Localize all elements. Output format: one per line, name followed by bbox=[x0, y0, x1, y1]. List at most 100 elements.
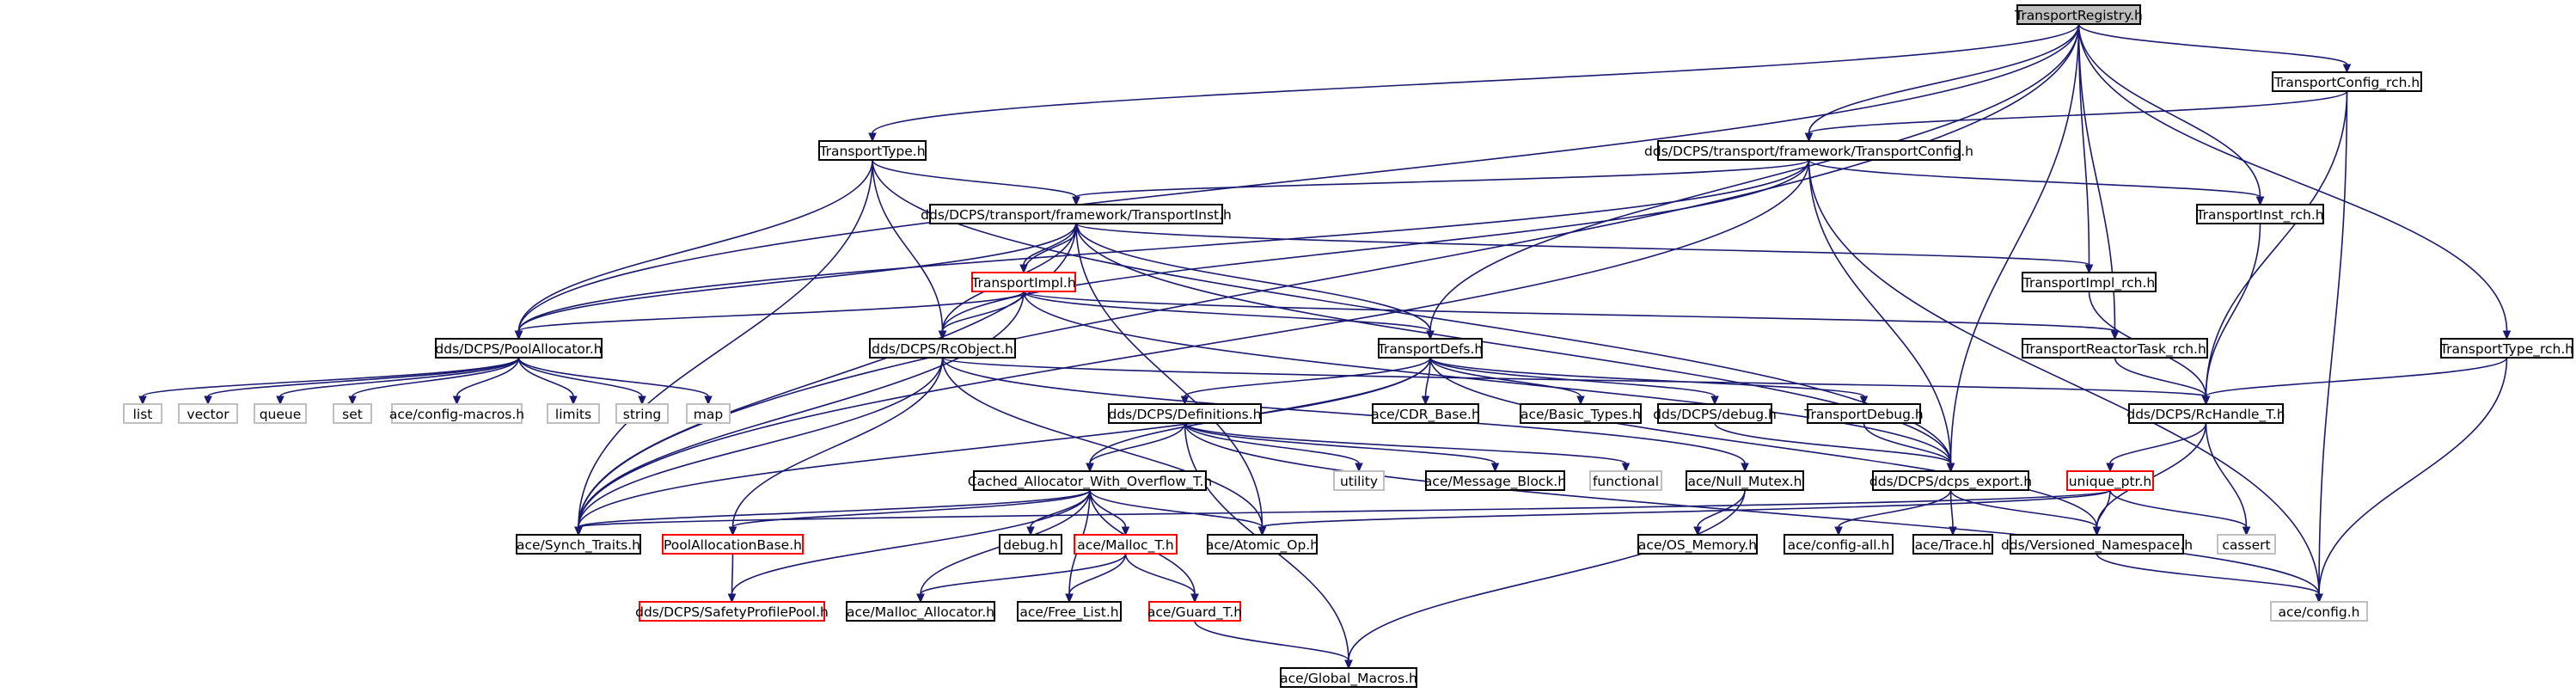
node-ace-message-block-h[interactable]: ace/Message_Block.h bbox=[1424, 470, 1566, 491]
edge-transportdefs-h-to-transportdebug-h bbox=[1429, 357, 1869, 406]
node-transporttype-h[interactable]: TransportType.h bbox=[818, 140, 927, 161]
node-ace-cdr-base-h[interactable]: ace/CDR_Base.h bbox=[1371, 403, 1480, 424]
node-ace-synch-traits-h[interactable]: ace/Synch_Traits.h bbox=[516, 534, 641, 555]
node-label: TransportInst_rch.h bbox=[2195, 207, 2323, 224]
node-box bbox=[1425, 470, 1565, 491]
edge-transporttype-rch-h-to-rchandle-t-h bbox=[2201, 357, 2508, 406]
node-cassert[interactable]: cassert bbox=[2217, 534, 2276, 555]
node-debug-h[interactable]: dds/DCPS/debug.h bbox=[1653, 403, 1777, 424]
node-ace-free-list-h[interactable]: ace/Free_List.h bbox=[1017, 601, 1122, 622]
node-set[interactable]: set bbox=[333, 403, 372, 424]
node-versioned-namespace-h[interactable]: dds/Versioned_Namespace.h bbox=[2001, 534, 2193, 555]
edge-transportimpl-h-to-transportreactortask-rch-h bbox=[1023, 291, 2120, 340]
node-transportconfig-h[interactable]: dds/DCPS/transport/framework/TransportCo… bbox=[1644, 140, 1973, 161]
node-unique-ptr-h[interactable]: unique_ptr.h bbox=[2066, 470, 2154, 491]
node-ace-null-mutex-h[interactable]: ace/Null_Mutex.h bbox=[1686, 470, 1804, 491]
node-box bbox=[2022, 338, 2208, 359]
edges-layer bbox=[138, 23, 2512, 670]
node-box bbox=[973, 470, 1207, 491]
edge-transportregistry-h-to-transporttype-h bbox=[868, 23, 2080, 143]
node-label: ace/config-macros.h bbox=[389, 407, 524, 422]
node-transportdefs-h[interactable]: TransportDefs.h bbox=[1377, 338, 1484, 359]
edge-transportconfig-h-to-transportinst-rch-h bbox=[1808, 159, 2265, 206]
node-label: TransportType_rch.h bbox=[2439, 341, 2573, 358]
node-ace-trace-h[interactable]: ace/Trace.h bbox=[1912, 534, 1993, 555]
node-label: TransportDebug.h bbox=[1803, 407, 1923, 422]
node-ace-malloc-t-h[interactable]: ace/Malloc_T.h bbox=[1074, 534, 1178, 555]
node-label: vector bbox=[187, 407, 229, 422]
edge-ace-null-mutex-h-to-ace-global-macros-h bbox=[1344, 489, 1746, 670]
node-debug-h2[interactable]: debug.h bbox=[999, 534, 1062, 555]
node-cached-allocator-h[interactable]: Cached_Allocator_With_Overflow_T.h bbox=[968, 470, 1212, 491]
node-queue[interactable]: queue bbox=[254, 403, 307, 424]
node-label: dds/DCPS/PoolAllocator.h bbox=[435, 341, 602, 357]
node-ace-config-all-h[interactable]: ace/config-all.h bbox=[1784, 534, 1894, 555]
node-transporttype-rch-h[interactable]: TransportType_rch.h bbox=[2439, 338, 2573, 359]
node-transportinst-h[interactable]: dds/DCPS/transport/framework/TransportIn… bbox=[921, 204, 1232, 224]
node-functional[interactable]: functional bbox=[1589, 470, 1662, 491]
node-ace-guard-t-h[interactable]: ace/Guard_T.h bbox=[1147, 601, 1242, 622]
node-transportimpl-rch-h[interactable]: TransportImpl_rch.h bbox=[2022, 272, 2157, 292]
edge-transportconfig-rch-h-to-transportconfig-h bbox=[1804, 90, 2348, 143]
edge-definitions-h-to-ace-message-block-h bbox=[1184, 422, 1500, 473]
node-utility[interactable]: utility bbox=[1333, 470, 1385, 491]
node-string[interactable]: string bbox=[615, 403, 669, 424]
edge-dcps-export-h-to-versioned-namespace-h bbox=[1949, 489, 2102, 537]
node-poolallocator-h[interactable]: dds/DCPS/PoolAllocator.h bbox=[435, 338, 603, 359]
node-transportreactortask-rch-h[interactable]: TransportReactorTask_rch.h bbox=[2022, 338, 2208, 359]
node-ace-malloc-allocator-h[interactable]: ace/Malloc_Allocator.h bbox=[846, 601, 995, 622]
edge-rcobject-h-to-rchandle-t-h bbox=[941, 357, 2211, 406]
node-box bbox=[1378, 338, 1483, 359]
edge-transportregistry-h-to-transporttype-rch-h bbox=[2077, 23, 2512, 340]
edge-transportregistry-h-to-poolallocator-h bbox=[514, 23, 2080, 340]
edge-ace-malloc-t-h-to-ace-free-list-h bbox=[1065, 553, 1127, 604]
node-label: set bbox=[342, 407, 363, 422]
node-label: ace/Malloc_Allocator.h bbox=[847, 604, 994, 621]
node-dcps-export-h[interactable]: dds/DCPS/dcps_export.h bbox=[1869, 470, 2032, 491]
node-map[interactable]: map bbox=[686, 403, 731, 424]
node-box bbox=[686, 403, 731, 424]
node-poolallocationbase-h[interactable]: PoolAllocationBase.h bbox=[662, 534, 804, 555]
node-vector[interactable]: vector bbox=[178, 403, 238, 424]
node-label: debug.h bbox=[1003, 537, 1058, 553]
node-label: PoolAllocationBase.h bbox=[664, 537, 802, 553]
node-limits[interactable]: limits bbox=[547, 403, 600, 424]
node-ace-config-h[interactable]: ace/config.h bbox=[2270, 601, 2368, 622]
edge-transportregistry-h-to-dcps-export-h bbox=[1946, 23, 2080, 473]
node-label: ace/Synch_Traits.h bbox=[517, 537, 640, 554]
node-box bbox=[435, 338, 603, 359]
node-ace-config-macros-h[interactable]: ace/config-macros.h bbox=[389, 403, 524, 424]
node-transportdebug-h[interactable]: TransportDebug.h bbox=[1803, 403, 1924, 424]
edge-poolallocator-h-to-ace-config-macros-h bbox=[452, 357, 520, 406]
node-transportconfig-rch-h[interactable]: TransportConfig_rch.h bbox=[2272, 71, 2422, 92]
node-label: dds/Versioned_Namespace.h bbox=[2001, 537, 2193, 554]
edge-versioned-namespace-h-to-ace-config-h bbox=[2096, 553, 2323, 604]
edge-poolallocator-h-to-queue bbox=[276, 357, 520, 406]
node-transportimpl-h[interactable]: TransportImpl.h bbox=[970, 272, 1076, 292]
node-ace-atomic-op-h[interactable]: ace/Atomic_Op.h bbox=[1206, 534, 1319, 555]
node-safetyprofilepool-h[interactable]: dds/DCPS/SafetyProfilePool.h bbox=[635, 601, 829, 622]
edge-transportconfig-h-to-transportinst-h bbox=[1072, 159, 1810, 206]
node-definitions-h[interactable]: dds/DCPS/Definitions.h bbox=[1108, 403, 1262, 424]
node-ace-global-macros-h[interactable]: ace/Global_Macros.h bbox=[1280, 667, 1417, 688]
node-box bbox=[846, 601, 995, 622]
node-ace-os-memory-h[interactable]: ace/OS_Memory.h bbox=[1637, 534, 1758, 555]
edge-transportimpl-h-to-transportdefs-h bbox=[1023, 291, 1435, 340]
node-rchandle-t-h[interactable]: dds/DCPS/RcHandle_T.h bbox=[2126, 403, 2285, 424]
node-box bbox=[2440, 338, 2573, 359]
node-label: dds/DCPS/dcps_export.h bbox=[1869, 474, 2032, 490]
node-box bbox=[1074, 534, 1178, 555]
node-rcobject-h[interactable]: dds/DCPS/RcObject.h bbox=[869, 338, 1016, 359]
node-label: ace/Atomic_Op.h bbox=[1206, 537, 1319, 554]
node-ace-basic-types-h[interactable]: ace/Basic_Types.h bbox=[1520, 403, 1642, 424]
node-box bbox=[1148, 601, 1241, 622]
edge-transportinst-h-to-transportimpl-rch-h bbox=[1075, 223, 2094, 274]
node-box bbox=[333, 403, 372, 424]
node-label: ace/Global_Macros.h bbox=[1280, 671, 1417, 687]
edge-ace-malloc-t-h-to-ace-guard-t-h bbox=[1124, 553, 1199, 604]
node-list[interactable]: list bbox=[123, 403, 162, 424]
node-transportinst-rch-h[interactable]: TransportInst_rch.h bbox=[2195, 204, 2324, 224]
node-label: limits bbox=[555, 407, 591, 422]
node-transportregistry-h[interactable]: TransportRegistry.h bbox=[2014, 4, 2143, 25]
